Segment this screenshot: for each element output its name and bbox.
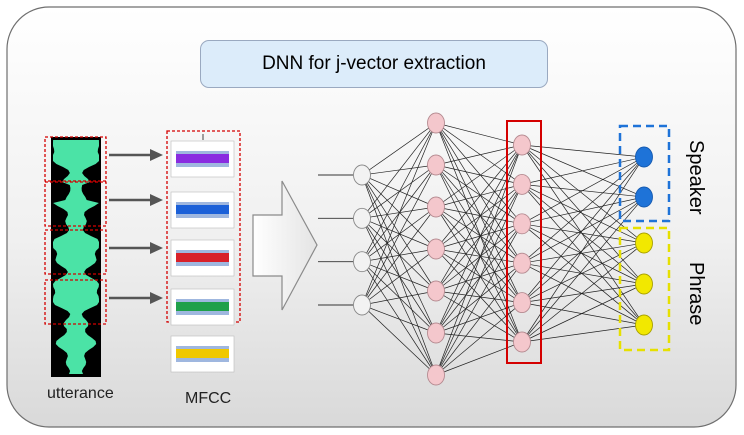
network-edge bbox=[521, 156, 645, 264]
input-node bbox=[353, 164, 371, 186]
hidden-node bbox=[427, 154, 445, 176]
jvector-layer-box bbox=[506, 120, 542, 364]
network-edge bbox=[361, 122, 437, 219]
phrase-output-node bbox=[635, 314, 653, 336]
frame-arrowhead-icon bbox=[150, 242, 163, 254]
network-edge bbox=[521, 223, 645, 326]
frame-box bbox=[44, 181, 107, 227]
network-edge bbox=[521, 324, 645, 343]
frame-arrowhead-icon bbox=[150, 194, 163, 206]
network-edge bbox=[361, 206, 437, 306]
network-edge bbox=[521, 283, 645, 343]
jvector-node bbox=[513, 292, 531, 314]
network-edge bbox=[361, 122, 437, 262]
network-edge bbox=[521, 242, 645, 264]
network-edge bbox=[521, 262, 645, 285]
hidden-node bbox=[427, 322, 445, 344]
network-edge bbox=[361, 174, 437, 292]
network-edge bbox=[521, 262, 645, 326]
frame-arrows bbox=[109, 149, 163, 304]
mfcc-label: MFCC bbox=[185, 390, 232, 407]
network-edge bbox=[521, 156, 645, 303]
jvector-node bbox=[513, 331, 531, 353]
speaker-label: Speaker bbox=[685, 140, 707, 215]
network-edge bbox=[361, 261, 437, 292]
network-edge bbox=[521, 144, 645, 326]
frame-box bbox=[44, 279, 107, 325]
network-edge bbox=[361, 174, 437, 376]
network-edge bbox=[521, 223, 645, 285]
network-edge bbox=[521, 242, 645, 303]
big-arrow-icon bbox=[252, 180, 318, 311]
network-edge bbox=[361, 261, 437, 376]
network-edge bbox=[521, 302, 645, 326]
network-edge bbox=[521, 184, 645, 326]
network-edge bbox=[361, 206, 437, 219]
mfcc-band bbox=[176, 154, 229, 163]
network-nodes bbox=[353, 112, 653, 386]
network-edge bbox=[521, 144, 645, 158]
speaker-output-node bbox=[635, 146, 653, 168]
network-edge bbox=[361, 290, 437, 306]
phrase-output-node bbox=[635, 273, 653, 295]
mfcc-band bbox=[176, 349, 229, 358]
hidden-node bbox=[427, 238, 445, 260]
network-edge bbox=[521, 223, 645, 244]
network-edge bbox=[521, 242, 645, 343]
diagram-title: DNN for j-vector extraction bbox=[200, 40, 548, 88]
frame-boxes bbox=[44, 136, 107, 325]
speaker-output-node bbox=[635, 186, 653, 208]
network-edge bbox=[361, 122, 437, 176]
frame-box bbox=[44, 136, 107, 182]
network-edge bbox=[361, 174, 437, 208]
network-edge bbox=[521, 156, 645, 225]
network-edge bbox=[361, 174, 437, 250]
network-edge bbox=[361, 304, 437, 376]
jvector-node bbox=[513, 213, 531, 235]
phrase-output-box bbox=[618, 226, 671, 352]
utterance-label: utterance bbox=[47, 385, 114, 402]
input-node bbox=[353, 294, 371, 316]
speaker-output-box bbox=[618, 124, 671, 223]
frame-arrowhead-icon bbox=[150, 292, 163, 304]
network-edge bbox=[361, 164, 437, 306]
phrase-output-node bbox=[635, 232, 653, 254]
frame-arrowhead-icon bbox=[150, 149, 163, 161]
network-edge bbox=[361, 174, 437, 334]
network-edge bbox=[521, 283, 645, 303]
network-edge bbox=[361, 261, 437, 334]
hidden-node bbox=[427, 364, 445, 386]
network-edge bbox=[361, 164, 437, 176]
mfcc-column bbox=[166, 130, 241, 373]
network-edge bbox=[361, 218, 437, 334]
mfcc-band bbox=[176, 205, 229, 214]
network-edge bbox=[521, 184, 645, 285]
jvector-node bbox=[513, 252, 531, 274]
network-edge bbox=[521, 144, 645, 244]
hidden-node bbox=[427, 280, 445, 302]
jvector-node bbox=[513, 173, 531, 195]
jvector-node bbox=[513, 134, 531, 156]
network-edge bbox=[521, 156, 645, 343]
network-edge bbox=[361, 218, 437, 292]
hidden-node bbox=[427, 196, 445, 218]
mfcc-band bbox=[176, 302, 229, 311]
network-edge bbox=[361, 122, 437, 306]
network-edge bbox=[521, 156, 645, 185]
network-edge bbox=[521, 144, 645, 285]
network-edge bbox=[361, 304, 437, 334]
network-edge bbox=[361, 218, 437, 250]
network-edge bbox=[521, 184, 645, 244]
frame-box bbox=[44, 229, 107, 275]
network-edge bbox=[361, 248, 437, 306]
mfcc-band bbox=[176, 253, 229, 262]
network-edge bbox=[361, 218, 437, 376]
utterance-waveform bbox=[51, 137, 101, 377]
phrase-label: Phrase bbox=[685, 262, 707, 326]
network-edge bbox=[361, 248, 437, 263]
hidden-node bbox=[427, 112, 445, 134]
input-node bbox=[353, 251, 371, 273]
input-node bbox=[353, 207, 371, 229]
